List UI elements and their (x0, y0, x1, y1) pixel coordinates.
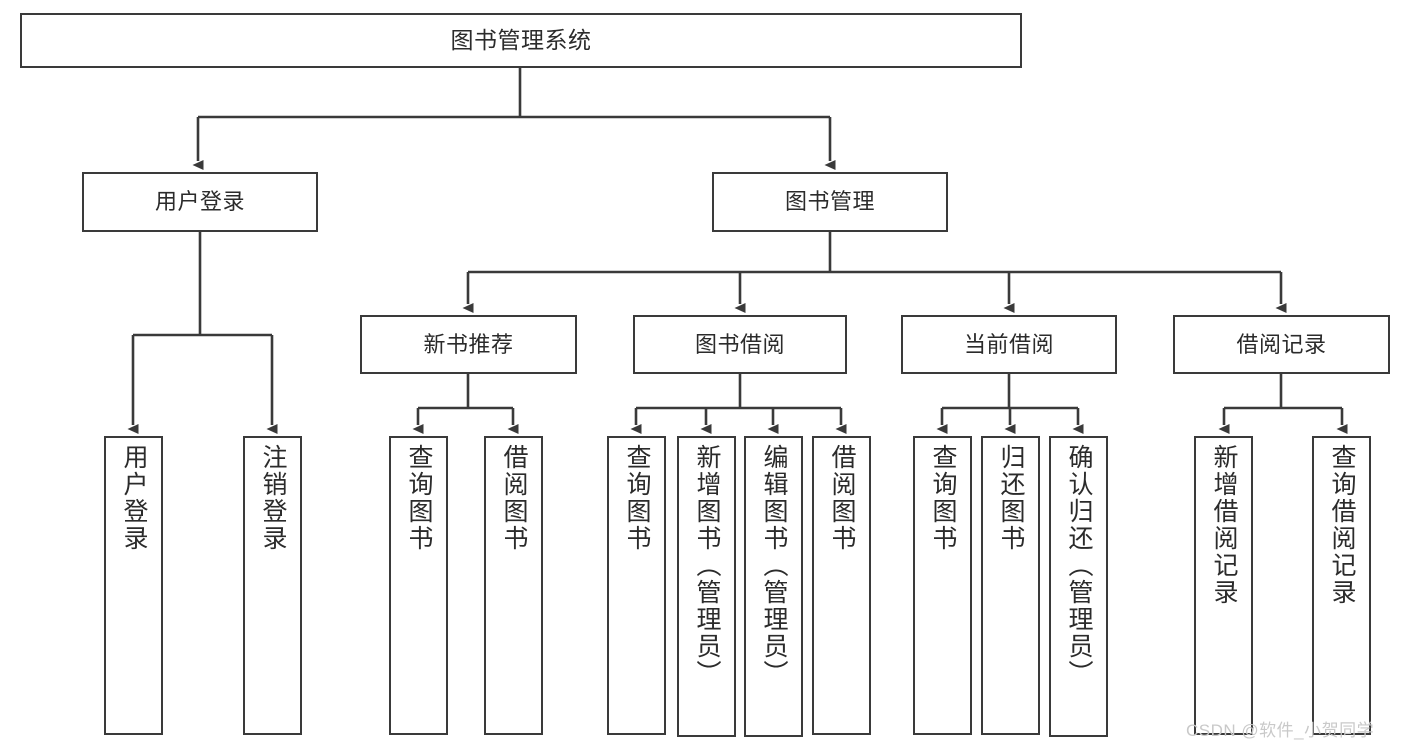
node-label: 用户登录 (154, 189, 245, 215)
csdn-watermark: CSDN @软件_小贺同学 (1186, 721, 1375, 740)
node-label: 编辑图书（管理员） (760, 444, 788, 687)
node-label: 注销登录 (259, 444, 287, 552)
leaf-logout-login[interactable]: 注销登录 (243, 436, 302, 735)
leaf-confirm-return[interactable]: 确认归还（管理员） (1049, 436, 1108, 737)
leaf-query-record[interactable]: 查询借阅记录 (1312, 436, 1371, 735)
leaf-borrow-book-2[interactable]: 借阅图书 (812, 436, 871, 735)
node-root-system[interactable]: 图书管理系统 (20, 13, 1022, 68)
node-book-borrow[interactable]: 图书借阅 (633, 315, 847, 374)
node-user-login[interactable]: 用户登录 (82, 172, 318, 232)
leaf-query-book-2[interactable]: 查询图书 (607, 436, 666, 735)
node-label: 归还图书 (997, 444, 1025, 552)
leaf-return-book[interactable]: 归还图书 (981, 436, 1040, 735)
node-new-book-recommend[interactable]: 新书推荐 (360, 315, 577, 374)
node-label: 图书管理系统 (450, 26, 592, 53)
node-label: 新增图书（管理员） (693, 444, 721, 687)
node-label: 借阅图书 (500, 444, 528, 552)
node-book-manage[interactable]: 图书管理 (712, 172, 948, 232)
leaf-user-login[interactable]: 用户登录 (104, 436, 163, 735)
node-borrow-record[interactable]: 借阅记录 (1173, 315, 1390, 374)
node-label: 当前借阅 (963, 331, 1054, 357)
node-label: 用户登录 (120, 444, 148, 552)
leaf-borrow-book-1[interactable]: 借阅图书 (484, 436, 543, 735)
node-label: 图书管理 (784, 189, 875, 215)
node-label: 新书推荐 (423, 331, 514, 357)
leaf-edit-book[interactable]: 编辑图书（管理员） (744, 436, 803, 737)
node-current-borrow[interactable]: 当前借阅 (901, 315, 1117, 374)
node-label: 查询借阅记录 (1328, 444, 1356, 606)
node-label: 查询图书 (405, 444, 433, 552)
node-label: 图书借阅 (694, 331, 785, 357)
node-label: 查询图书 (929, 444, 957, 552)
leaf-query-book-1[interactable]: 查询图书 (389, 436, 448, 735)
node-label: 借阅图书 (828, 444, 856, 552)
node-label: 查询图书 (623, 444, 651, 552)
leaf-add-book[interactable]: 新增图书（管理员） (677, 436, 736, 737)
leaf-add-record[interactable]: 新增借阅记录 (1194, 436, 1253, 735)
node-label: 确认归还（管理员） (1065, 444, 1093, 687)
node-label: 借阅记录 (1236, 331, 1327, 357)
leaf-query-book-3[interactable]: 查询图书 (913, 436, 972, 735)
node-label: 新增借阅记录 (1210, 444, 1238, 606)
